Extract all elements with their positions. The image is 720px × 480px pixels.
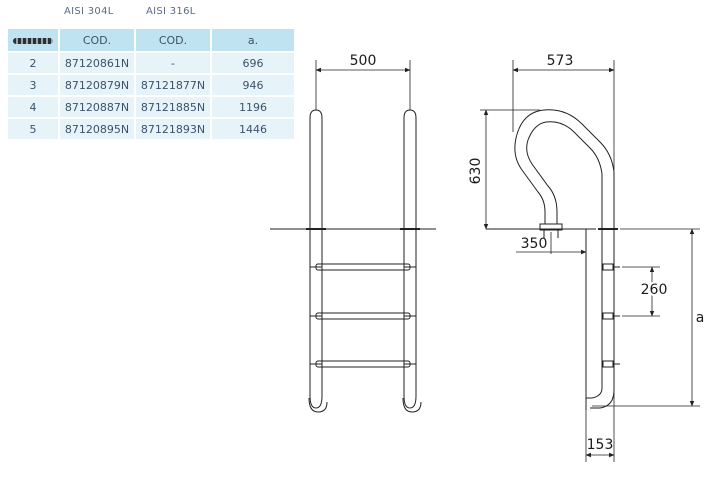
a-cell: 1446 <box>212 119 294 139</box>
front-step <box>315 263 411 271</box>
cod-304-column-header: COD. <box>60 29 134 51</box>
table-row: 3 87120879N 87121877N 946 <box>8 75 294 95</box>
dimension-label-260: 260 <box>641 282 668 298</box>
front-left-rail <box>309 109 323 409</box>
side-step-end <box>602 263 614 271</box>
cod-304-cell: 87120887N <box>60 97 134 117</box>
steps-cell: 4 <box>8 97 58 117</box>
dimension-side-depth <box>512 60 615 170</box>
side-step-end <box>602 360 614 368</box>
side-step-end <box>602 312 614 320</box>
table-row: 5 87120895N 87121893N 1446 <box>8 119 294 139</box>
steps-cell: 5 <box>8 119 58 139</box>
cod-304-cell: 87120895N <box>60 119 134 139</box>
table-header-row: COD. COD. a. <box>8 29 294 51</box>
a-cell: 946 <box>212 75 294 95</box>
side-anchor-flange <box>539 223 563 231</box>
cod-316-cell: 87121877N <box>136 75 210 95</box>
front-view <box>270 109 436 413</box>
cod-304-cell: 87120879N <box>60 75 134 95</box>
a-column-header: a. <box>212 29 294 51</box>
dimension-label-573: 573 <box>547 53 574 69</box>
front-right-foot <box>402 397 422 413</box>
side-handrail-inner <box>526 121 603 399</box>
ladder-steps-icon <box>13 37 53 44</box>
table-row: 4 87120887N 87121885N 1196 <box>8 97 294 117</box>
cod-316-cell: 87121885N <box>136 97 210 117</box>
cod-304-cell: 87120861N <box>60 53 134 73</box>
dimension-label-350: 350 <box>521 236 548 252</box>
front-right-rail <box>403 109 417 409</box>
dimension-label-a: a <box>696 310 705 326</box>
dimension-step-spacing <box>622 266 660 317</box>
dimension-label-630: 630 <box>468 158 484 185</box>
cod-316-cell: - <box>136 53 210 73</box>
a-cell: 696 <box>212 53 294 73</box>
dimension-label-500: 500 <box>350 53 377 69</box>
material-header-304l: AISI 304L <box>64 6 114 17</box>
spec-table: COD. COD. a. 2 87120861N - 696 3 8712087… <box>6 27 296 141</box>
a-cell: 1196 <box>212 97 294 117</box>
front-step <box>315 360 411 368</box>
dimension-foot-offset <box>585 392 615 462</box>
steps-cell: 3 <box>8 75 58 95</box>
steps-column-header <box>8 29 58 51</box>
dimension-anchor-offset <box>516 232 587 256</box>
dimension-handrail-height <box>480 109 540 230</box>
front-step <box>315 312 411 320</box>
dimension-front-width <box>315 60 411 110</box>
cod-316-column-header: COD. <box>136 29 210 51</box>
cod-316-cell: 87121893N <box>136 119 210 139</box>
dimension-label-153: 153 <box>587 437 614 453</box>
dimension-immersion-a <box>592 228 700 407</box>
steps-cell: 2 <box>8 53 58 73</box>
material-header-316l: AISI 316L <box>146 6 196 17</box>
side-handrail-outer <box>514 109 615 409</box>
side-view <box>486 109 620 410</box>
table-row: 2 87120861N - 696 <box>8 53 294 73</box>
front-left-foot <box>308 397 328 413</box>
